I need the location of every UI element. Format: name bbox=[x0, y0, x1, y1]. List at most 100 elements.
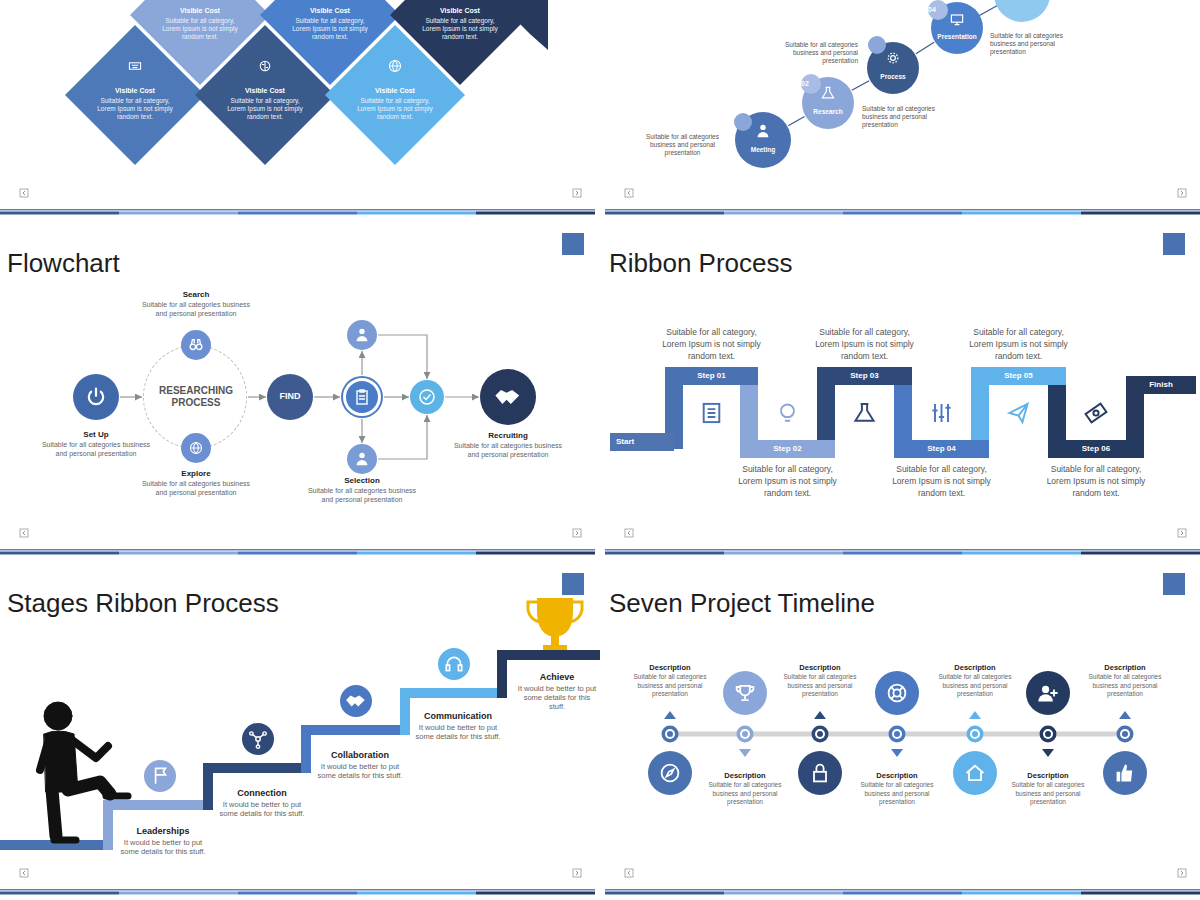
connector bbox=[788, 116, 804, 125]
separator bbox=[962, 212, 1081, 215]
caption-text: Description bbox=[622, 663, 718, 672]
drawing bbox=[888, 53, 898, 63]
connector bbox=[378, 415, 427, 459]
icon bbox=[855, 404, 873, 421]
connector bbox=[378, 335, 427, 379]
separator bbox=[0, 549, 595, 551]
nav-box bbox=[20, 529, 28, 537]
callout-number: 04 bbox=[928, 0, 948, 20]
drawing bbox=[951, 15, 962, 25]
nav-chevron bbox=[576, 191, 578, 195]
timeline-dot bbox=[667, 731, 673, 737]
ribbon-tab: Step 01 bbox=[665, 367, 758, 385]
drawing bbox=[106, 793, 128, 800]
separator bbox=[119, 212, 238, 215]
nav-chevron bbox=[1181, 871, 1183, 875]
caption-text: It would be better to put some details f… bbox=[118, 838, 208, 856]
caption-text: Suitable for all category, Lorem Ipsum i… bbox=[656, 326, 768, 362]
timeline-dot bbox=[1045, 731, 1051, 737]
drawing bbox=[543, 645, 567, 650]
drawing bbox=[52, 790, 56, 836]
ribbon-tab: Step 05 bbox=[971, 367, 1066, 385]
caption-text: Description bbox=[927, 663, 1023, 672]
separator bbox=[605, 892, 724, 895]
corner-square bbox=[1163, 233, 1185, 255]
drawing bbox=[346, 696, 365, 707]
node-heading: Visible Cost bbox=[93, 87, 177, 96]
timeline-dot bbox=[1120, 729, 1130, 739]
cost-diamond: Visible CostSuitable for all category, L… bbox=[195, 25, 335, 165]
connector bbox=[852, 81, 869, 90]
node-heading: FIND bbox=[267, 391, 313, 402]
node-heading: Process bbox=[867, 73, 919, 81]
drawing bbox=[758, 125, 769, 138]
nav-chevron bbox=[628, 531, 630, 535]
separator bbox=[1081, 212, 1200, 215]
climber-figure bbox=[40, 702, 128, 840]
icon bbox=[1086, 404, 1107, 423]
drawing bbox=[357, 329, 368, 342]
nav-box bbox=[625, 189, 633, 197]
caption-text: Connection bbox=[217, 788, 307, 799]
separator bbox=[0, 209, 595, 211]
node-heading: Visible Cost bbox=[288, 7, 372, 16]
ribbon-tab: Finish bbox=[1126, 376, 1196, 394]
cost-diamond: Visible CostSuitable for all category, L… bbox=[65, 25, 205, 165]
icon bbox=[1009, 404, 1027, 422]
trophy bbox=[528, 598, 582, 650]
nav-box bbox=[625, 529, 633, 537]
nav-box bbox=[1178, 869, 1186, 877]
timeline-dot bbox=[972, 731, 978, 737]
separator bbox=[1081, 552, 1200, 555]
drawing bbox=[389, 60, 400, 71]
drawing bbox=[190, 340, 202, 350]
step-circle: SearchSuitable for all categories busine… bbox=[181, 330, 211, 360]
nav-box bbox=[1178, 189, 1186, 197]
corner-square bbox=[562, 233, 584, 255]
slide-title: Seven Project Timeline bbox=[609, 590, 1009, 616]
timeline-circle bbox=[798, 751, 842, 795]
nav-box bbox=[20, 869, 28, 877]
icon bbox=[814, 765, 826, 782]
caption-text: Description bbox=[849, 771, 945, 780]
timeline-dot bbox=[967, 726, 984, 743]
separator bbox=[605, 889, 1200, 891]
node-body: Suitable for all category, Lorem Ipsum i… bbox=[93, 97, 177, 121]
timeline-dot bbox=[662, 726, 679, 743]
timeline-pointer bbox=[739, 749, 751, 757]
separator bbox=[119, 892, 238, 895]
separator bbox=[962, 892, 1081, 895]
stage-icons bbox=[144, 648, 470, 792]
node-body: Suitable for all categories business and… bbox=[990, 32, 1085, 56]
separator bbox=[357, 552, 476, 555]
node-heading: Selection bbox=[302, 476, 422, 486]
node-body: Suitable for all category, Lorem Ipsum i… bbox=[158, 17, 242, 41]
node-heading: Search bbox=[136, 290, 256, 300]
corner-square bbox=[1163, 573, 1185, 595]
separator bbox=[238, 552, 357, 555]
icon bbox=[704, 404, 720, 422]
node-heading: Visible Cost bbox=[223, 87, 307, 96]
icon bbox=[967, 766, 984, 780]
nav-box bbox=[573, 869, 581, 877]
ribbon bbox=[674, 376, 749, 449]
timeline-pointer bbox=[1119, 711, 1131, 719]
timeline-dot bbox=[894, 731, 900, 737]
ribbon-tab: Step 02 bbox=[740, 440, 835, 458]
node-body: Suitable for all categories business and… bbox=[862, 105, 957, 129]
node-body: Suitable for all category, Lorem Ipsum i… bbox=[288, 17, 372, 41]
drawing bbox=[144, 760, 176, 792]
drawing bbox=[340, 685, 372, 717]
drawing bbox=[822, 87, 833, 97]
caption-text: Suitable for all category, Lorem Ipsum i… bbox=[886, 463, 998, 499]
timeline-dot bbox=[892, 729, 902, 739]
separator bbox=[476, 892, 595, 895]
step-circle: SelectionSuitable for all categories bus… bbox=[347, 444, 377, 474]
drawing bbox=[495, 390, 519, 404]
timeline-circle bbox=[1026, 671, 1070, 715]
connector bbox=[445, 396, 479, 397]
timeline-dot bbox=[740, 729, 750, 739]
separator bbox=[0, 889, 595, 891]
